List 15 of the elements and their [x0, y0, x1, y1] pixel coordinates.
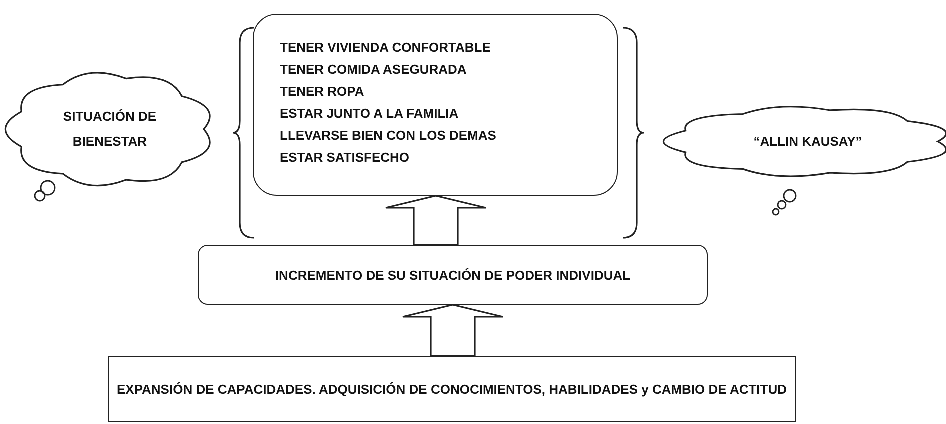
block-arrow: [385, 195, 487, 246]
rounded-box: [198, 245, 708, 305]
list-item: LLEVARSE BIEN CON LOS DEMAS: [280, 127, 496, 145]
list-item: TENER VIVIENDA CONFORTABLE: [280, 39, 491, 57]
rectangle-box: [108, 356, 796, 422]
list-item: ESTAR JUNTO A LA FAMILIA: [280, 105, 459, 123]
rounded-box: [253, 14, 618, 196]
node-label: SITUACIÓN DE BIENESTAR: [62, 108, 158, 151]
block-arrow: [402, 304, 504, 357]
list-item: TENER COMIDA ASEGURADA: [280, 61, 467, 79]
list-item: TENER ROPA: [280, 83, 364, 101]
node-label: EXPANSIÓN DE CAPACIDADES. ADQUISICIÓN DE CONOCIMIENTOS, HABILIDADES y CAMBIO DE ACTITUD: [116, 380, 788, 398]
node-label: “ALLIN KAUSAY”: [754, 133, 862, 150]
node-label: INCREMENTO DE SU SITUACIÓN DE PODER INDIVIDUAL: [275, 266, 631, 284]
list-item: ESTAR SATISFECHO: [280, 149, 410, 167]
